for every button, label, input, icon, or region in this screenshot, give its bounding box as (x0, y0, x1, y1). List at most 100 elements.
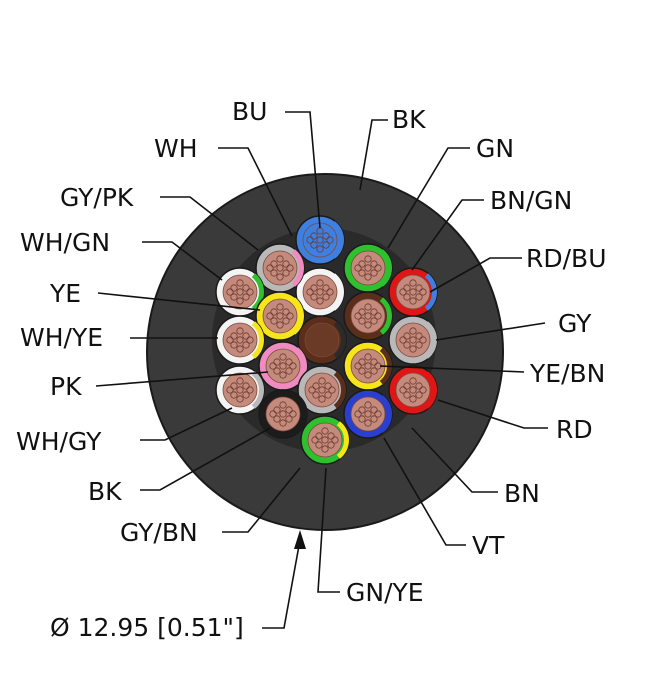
conductor-strand (282, 269, 290, 277)
conductor-strand (273, 358, 281, 366)
conductor-stripe (424, 321, 437, 359)
conductor-strand (403, 332, 411, 340)
conductor-strand (226, 288, 234, 296)
conductor-stripe (291, 249, 304, 287)
conductor-core (262, 250, 298, 286)
conductor-strand (321, 436, 329, 444)
label-rd: RD (556, 415, 593, 444)
conductor-core (350, 396, 386, 432)
conductor-strand (354, 362, 362, 370)
conductor-core (222, 372, 258, 408)
conductor-strand (364, 410, 372, 418)
conductor-strand (289, 410, 297, 418)
conductor-core (265, 396, 301, 432)
conductor-gn-ye-19 (300, 415, 350, 465)
leader-pk (95, 371, 269, 387)
conductor-strand (310, 232, 318, 240)
conductor-core (304, 322, 340, 358)
label-ye: YE (49, 279, 81, 308)
conductor-strand (276, 273, 284, 281)
conductor-strand (266, 264, 274, 272)
leader-vt (383, 437, 466, 546)
conductor-stripe (331, 221, 344, 259)
label-yebn: YE/BN (529, 359, 605, 388)
conductor-strand (403, 341, 411, 349)
conductor-strand (236, 336, 244, 344)
conductor-strand (364, 401, 372, 409)
conductor-strand (310, 241, 318, 249)
conductor-stripe (333, 321, 346, 359)
conductor-strand (399, 288, 407, 296)
conductor-rd-bu-6 (388, 267, 438, 317)
label-bn: BN (504, 479, 540, 508)
conductor-strand (276, 321, 284, 329)
conductor-strand (236, 395, 244, 403)
conductor-strand (266, 312, 274, 320)
conductor-strand (316, 279, 324, 287)
conductor-strand (374, 312, 382, 320)
conductor-strand (285, 358, 293, 366)
conductor-strand (322, 232, 330, 240)
conductor-strand (409, 386, 417, 394)
conductor-strand (403, 293, 411, 301)
conductor-strand (289, 362, 297, 370)
label-gnye: GN/YE (346, 578, 424, 607)
leader-gybn (222, 467, 301, 533)
conductor-strand (327, 441, 335, 449)
conductor-strand (316, 245, 324, 253)
conductor-strand (364, 303, 372, 311)
conductor-wh-ye-10 (215, 315, 265, 365)
conductor-strand (409, 336, 417, 344)
leader-gnye (317, 467, 340, 593)
conductor-strand (415, 332, 423, 340)
conductor-stripe (333, 371, 346, 409)
conductor-strand (364, 371, 372, 379)
label-gn: GN (476, 134, 514, 163)
conductor-strand (236, 327, 244, 335)
conductor-strand (322, 241, 330, 249)
conductor-strand (374, 410, 382, 418)
leader-wh-gn (142, 241, 223, 281)
conductor-strand (310, 293, 318, 301)
conductor-core (395, 322, 431, 358)
conductor-strand (409, 327, 417, 335)
conductor-strand (279, 419, 287, 427)
conductor-ye-bn-11 (343, 341, 393, 391)
conductor-strand (230, 391, 238, 399)
conductor-strand (328, 336, 336, 344)
conductor-strand (321, 445, 329, 453)
leader-ye (97, 292, 261, 311)
conductor-bk-16 (258, 389, 308, 439)
conductor-strand (285, 367, 293, 375)
conductor-strand (315, 432, 323, 440)
conductor-strand (282, 308, 290, 316)
leader-rdbu (429, 257, 522, 293)
conductor-strand (364, 273, 372, 281)
label-diameter: Ø 12.95 [0.51"] (50, 613, 244, 642)
conductor-strand (236, 288, 244, 296)
leader-lines (95, 111, 548, 629)
conductor-core (395, 372, 431, 408)
conductor-strand (364, 362, 372, 370)
conductor-strand (409, 395, 417, 403)
conductor-strand (286, 312, 294, 320)
conductor-strand (415, 382, 423, 390)
conductor-stripe (251, 321, 264, 359)
conductor-strand (310, 284, 318, 292)
conductor-strand (270, 260, 278, 268)
leader-gypk (160, 196, 259, 251)
conductor-strand (276, 312, 284, 320)
conductor-strand (236, 386, 244, 394)
conductor-pk-12 (258, 341, 308, 391)
conductor-strand (370, 260, 378, 268)
conductor-strand (279, 362, 287, 370)
conductor-strand (316, 297, 324, 305)
conductor-strand (409, 377, 417, 385)
conductor-strand (370, 308, 378, 316)
conductor-strand (318, 336, 326, 344)
conductor-strand (270, 269, 278, 277)
conductor-strand (318, 327, 326, 335)
conductor-stripe (251, 371, 264, 409)
conductor-strand (318, 377, 326, 385)
